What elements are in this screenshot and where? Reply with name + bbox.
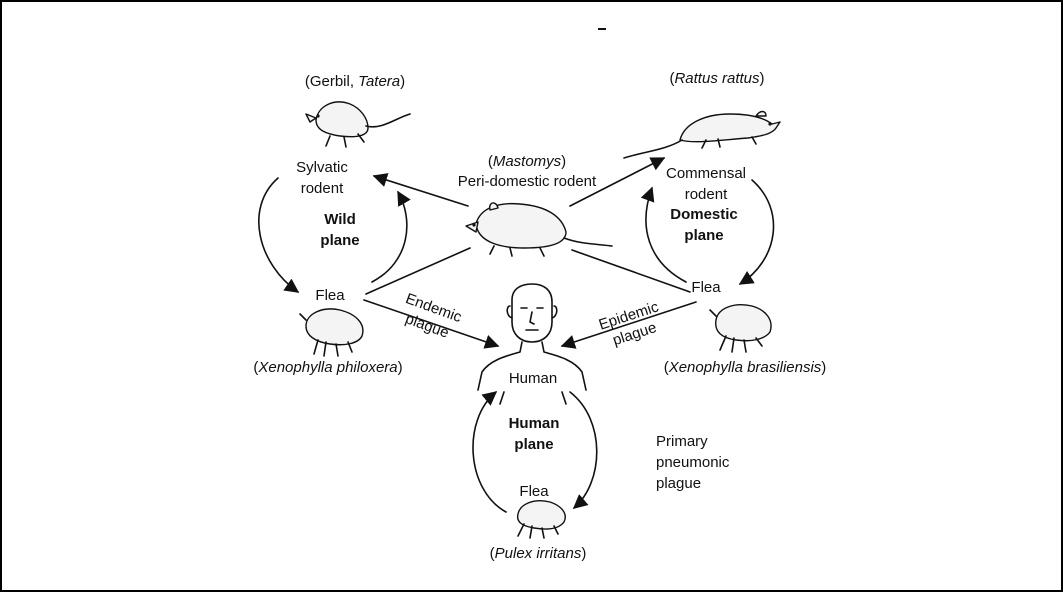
gerbil-label: (Gerbil, Tatera)	[305, 73, 405, 90]
commensal-label-line2: rodent	[685, 186, 728, 203]
flea-right-to-mastomys-line	[571, 249, 691, 293]
flea-right-label: Flea	[691, 279, 721, 296]
flea-bottom-label: Flea	[519, 483, 549, 500]
wild-cycle-up-arrow	[371, 190, 411, 283]
domestic-cycle-up-arrow	[640, 186, 687, 283]
human-plane-label-line1: Human	[509, 415, 560, 432]
flea-left-illustration	[299, 308, 364, 357]
human-cycle-down-arrow	[569, 391, 598, 509]
human-plane-label-line2: plane	[514, 436, 553, 453]
gerbil-illustration	[305, 101, 411, 148]
wild-plane-label-line2: plane	[320, 232, 359, 249]
mastomys-to-commensal-arrow	[569, 157, 666, 207]
epidemic-arrow	[560, 301, 697, 349]
flea-left-label: Flea	[315, 287, 345, 304]
commensal-label-line1: Commensal	[666, 165, 746, 182]
mastomys-illustration	[465, 202, 613, 257]
epidemic-label: Epidemic plague	[597, 298, 661, 349]
mastomys-to-sylvatic-arrow	[372, 173, 469, 207]
sylvatic-label-line1: Sylvatic	[296, 159, 348, 176]
human-cycle-up-arrow	[472, 391, 507, 513]
mastomys-label: (Mastomys)	[488, 153, 566, 170]
flea-bottom-illustration	[516, 500, 566, 539]
flea-right-illustration	[709, 304, 772, 353]
primary-pneumonic-label-line1: Primary	[656, 433, 708, 450]
domestic-cycle-down-arrow	[738, 179, 775, 285]
wild-cycle-down-arrow	[258, 177, 300, 293]
rattus-illustration	[623, 110, 781, 159]
xenophylla-brasiliensis-label: (Xenophylla brasiliensis)	[664, 359, 827, 376]
primary-pneumonic-label-line3: plague	[656, 475, 701, 492]
endemic-label: Endemic plague	[403, 290, 464, 342]
xenophylla-philoxera-label: (Xenophylla philoxera)	[253, 359, 402, 376]
primary-pneumonic-label-line2: pneumonic	[656, 454, 730, 471]
domestic-plane-label-line2: plane	[684, 227, 723, 244]
domestic-plane-label-line1: Domestic	[670, 206, 738, 223]
pulex-irritans-label: (Pulex irritans)	[490, 545, 587, 562]
rattus-label: (Rattus rattus)	[669, 70, 764, 87]
sylvatic-label-line2: rodent	[301, 180, 344, 197]
flea-left-to-mastomys-line	[365, 247, 471, 295]
human-illustration	[477, 283, 587, 405]
endemic-arrow	[363, 299, 500, 349]
human-label: Human	[509, 370, 557, 387]
peri-domestic-label: Peri-domestic rodent	[458, 173, 597, 190]
wild-plane-label-line1: Wild	[324, 211, 356, 228]
